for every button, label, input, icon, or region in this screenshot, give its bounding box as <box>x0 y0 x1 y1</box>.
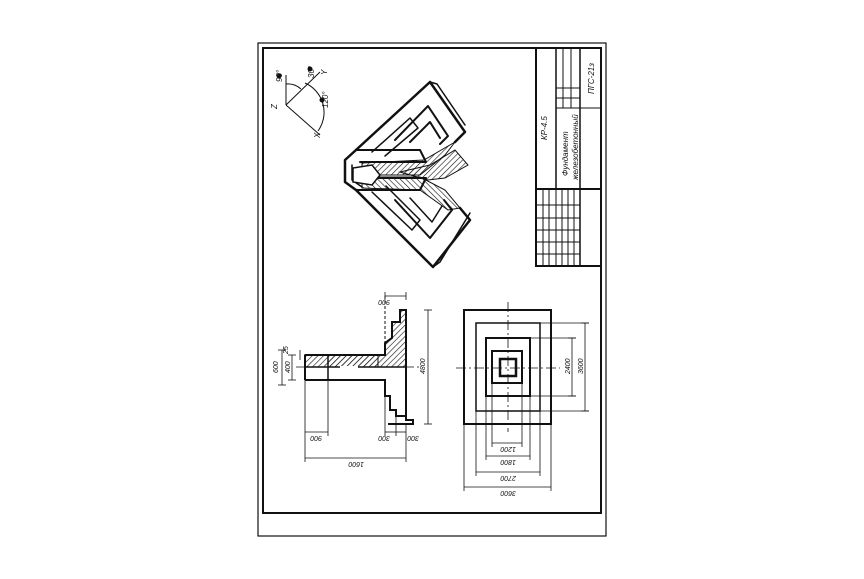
angle-label-30: 30° <box>307 65 316 78</box>
dim-300b: 300 <box>407 434 419 441</box>
dim-1200: 1200 <box>500 445 516 452</box>
dim-300a: 300 <box>378 434 390 441</box>
axis-label-x: X <box>313 132 322 139</box>
axes-symbol <box>276 66 325 136</box>
isometric-view <box>343 80 472 269</box>
sheet-frame <box>262 47 602 514</box>
dim-400: 400 <box>285 361 292 373</box>
dim-25: 25 <box>283 346 290 355</box>
dim-1800: 1800 <box>500 458 516 465</box>
dim-600: 600 <box>273 361 280 373</box>
dim-900-top: 900 <box>378 298 390 305</box>
section-gap <box>340 366 358 372</box>
angle-label-90: 90° <box>275 69 284 82</box>
section-hatch-column <box>327 354 379 368</box>
plan-dimensions <box>463 322 589 491</box>
title-name-line2: железобетонный <box>571 114 580 181</box>
dim-2700: 2700 <box>500 474 517 481</box>
title-block <box>535 47 602 267</box>
axis-label-z: Z <box>270 103 279 110</box>
axis-label-y: Y <box>320 69 329 75</box>
dim-2400: 2400 <box>565 358 572 375</box>
angle-label-120: 120° <box>321 91 330 108</box>
plan-view <box>456 302 560 432</box>
dim-3600-bottom: 3600 <box>500 489 516 496</box>
dim-3600-right: 3600 <box>578 358 585 374</box>
title-name-line1: Фундамент <box>561 131 570 176</box>
sheet-outer-border <box>257 42 607 537</box>
title-designation: КР-4.5 <box>540 116 549 140</box>
section-dimensions <box>278 292 432 462</box>
dim-1600: 1600 <box>348 460 364 467</box>
iso-section-cut-right <box>398 149 469 181</box>
dim-900-bottom: 900 <box>310 434 322 441</box>
title-code: ПГС-21з <box>587 63 596 94</box>
iso-column-socket <box>352 164 381 186</box>
dim-4800: 4800 <box>420 358 427 374</box>
